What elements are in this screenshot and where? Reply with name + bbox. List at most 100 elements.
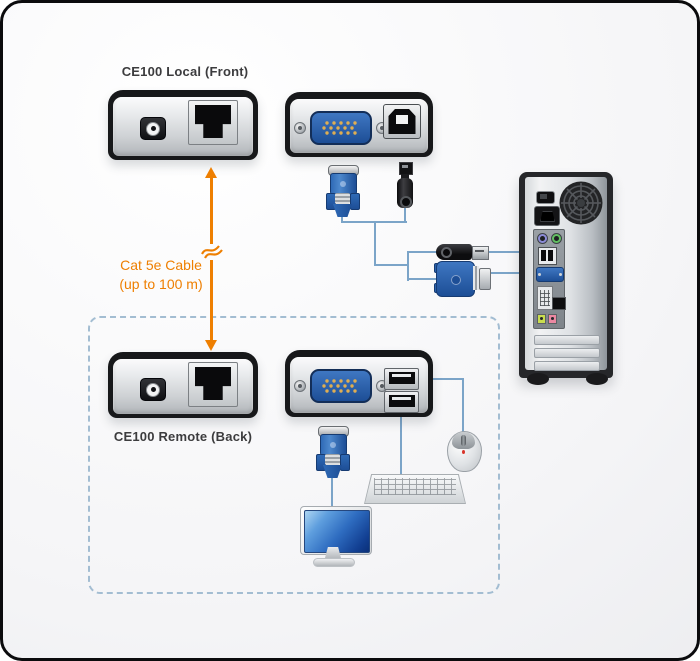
vga-plug-wing [340,454,350,471]
local-unit-faceplate [113,97,253,156]
usb-b-cable-connector-icon [396,162,414,212]
cable-segment [374,221,376,266]
tower-foot-icon [527,373,549,385]
vga-cable-connector-icon [434,261,491,297]
monitor-base [313,558,355,567]
remote-unit-faceplate [113,359,253,414]
cable-break-icon [201,245,223,259]
vga-plug-taper [333,204,352,217]
cat5e-arrow-line [210,177,213,244]
screw-icon [294,380,306,392]
usb-a-port-icon [384,368,419,390]
usb-b-tongue-icon [396,115,408,124]
remote-extender-unit [108,352,258,418]
screw-icon [294,122,306,134]
monitor-stand [325,547,341,558]
ps2-keyboard-port-icon [551,233,562,244]
vga-port-assembly [294,369,388,403]
cable-segment [407,251,409,281]
usb-a-cable-connector-icon [436,241,489,263]
vga-port-icon [536,267,564,282]
usb-plug-knob [441,247,452,258]
usb-plug-knob [400,196,412,208]
audio-out-jack-icon [537,314,546,324]
cable-segment [415,378,464,380]
vga-plug-taper [323,465,342,478]
dc-power-jack-icon [140,378,166,401]
vga-plug-body [436,261,475,297]
remote-console-zone-border [88,316,500,594]
vga-port-assembly [294,111,388,145]
local-port-panel [285,92,433,157]
mouse-icon [447,431,482,472]
rj45-port-icon [188,100,238,145]
remote-unit-label: CE100 Remote (Back) [113,429,253,444]
usb-a-opening-icon [388,372,415,384]
tower-foot-icon [586,373,608,385]
monitor-screen [304,510,370,553]
ethernet-port-icon [552,297,566,310]
cable-segment [462,378,464,434]
expansion-slot-icon [534,361,600,371]
vga-plug-rib [325,454,340,465]
ps2-mouse-port-icon [537,233,548,244]
local-panel-faceplate [290,99,428,153]
cat5e-cable-label-line2: (up to 100 m) [119,276,203,292]
local-extender-unit [108,90,258,160]
vga-cable-connector-icon [316,426,350,478]
cable-segment [331,472,333,510]
vga-plug-wing [350,193,360,210]
cable-segment [407,251,441,253]
power-inlet-icon [534,206,560,226]
usb-a-port-icon [384,391,419,413]
computer-tower [519,172,613,378]
dc-power-jack-icon [140,117,166,140]
arrow-up-icon [205,167,217,178]
monitor-icon [299,506,372,570]
vga-plug-rib [473,266,479,290]
vga-cable-connector-icon [326,165,360,217]
usb-b-port-icon [383,104,421,139]
cable-segment [488,272,538,274]
remote-panel-faceplate [290,357,428,413]
dc-pin-icon [146,121,160,136]
cable-segment [407,278,438,280]
vga-plug-body [330,173,357,195]
vga-plug-rib [335,193,350,204]
rj45-opening-icon [195,367,231,400]
vga-plug-body [320,434,347,456]
vga-port-icon [310,111,372,145]
vga-plug-tip [479,268,491,290]
vga-pins-icon [322,121,357,135]
vga-pins-icon [322,379,357,393]
usb-plug-neck [401,174,409,179]
remote-port-panel [285,350,433,417]
usb-plug-tip [472,246,489,260]
dc-pin-icon [146,382,160,397]
fan-grille-icon [559,181,603,225]
dvi-port-icon [537,286,553,310]
usb-ports-icon [538,247,557,265]
mouse-led [462,450,465,454]
power-switch-icon [536,191,555,204]
usb-a-opening-icon [388,395,415,407]
cat5e-cable-label: Cat 5e Cable (up to 100 m) [95,256,227,294]
cable-segment [374,264,409,266]
keyboard-icon [364,474,466,504]
vga-port-icon [310,369,372,403]
cable-segment [341,212,343,223]
rj45-opening-icon [195,105,231,138]
keyboard-keys [374,478,456,495]
mic-jack-icon [548,314,557,324]
cable-segment [404,208,406,222]
cat5e-arrow-line [210,260,213,341]
rj45-port-icon [188,362,238,407]
local-unit-label: CE100 Local (Front) [121,64,249,79]
arrow-down-icon [205,340,217,351]
cable-segment [400,409,402,477]
cable-segment [486,251,538,253]
mouse-scroll-wheel [461,435,466,446]
expansion-slot-icon [534,348,600,358]
cat5e-cable-label-line1: Cat 5e Cable [120,257,202,273]
